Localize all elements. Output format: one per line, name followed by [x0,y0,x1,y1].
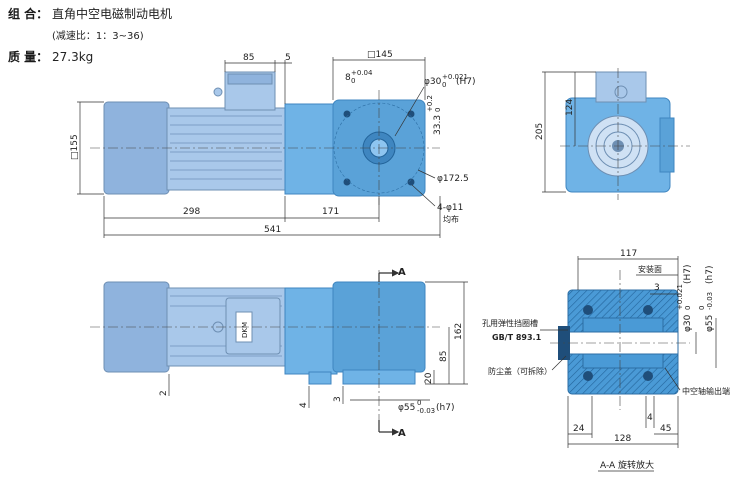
dim-30-section-fit: (H7) [683,264,693,284]
dim-30-top-tol: +0.021 [442,73,468,81]
mass-label: 质 量： [8,50,49,64]
dim-55-front-fit: (h7) [436,403,454,413]
front-view: DKM A A 162 85 20 2 4 3 φ55 0 -0.03 (h7 [90,267,468,439]
mount-hole-bl [343,178,351,186]
dim-30-section: φ30 [683,314,693,332]
dim-171: 171 [322,207,339,217]
dim-8-tol2: 0 [351,77,355,85]
dim-30-top: φ30 [424,77,442,87]
dim-8: 8 [345,73,351,83]
dim-85-front: 85 [439,351,449,362]
dim-45: 45 [660,424,671,434]
dim-30-section-tol: +0.021 [676,284,684,310]
dim-55-front-tol: 0 [417,399,421,407]
side-flange [659,117,675,173]
dim-30-section-tol2: 0 [684,306,692,310]
dim-55-front: φ55 [398,403,415,413]
label-hollow: 中空轴输出端 [682,386,730,396]
side-cable-gland [614,85,628,99]
dim-333: 33.3 [433,115,443,135]
section-shaft-lower [582,353,664,369]
cable-gland [213,87,223,97]
dim-55-section: φ55 [705,315,715,332]
dim-holes: 4-φ11 [437,203,463,213]
dim-162: 162 [454,323,464,340]
bearing-bottom-right [643,371,653,381]
label-mount: 安装面 [638,264,662,274]
mount-hole-tl [343,110,351,118]
mount-hole-br [407,178,415,186]
dim-55-section-fit: (h7) [705,266,715,284]
motor-body [166,107,286,191]
gear-adapter [284,103,336,195]
combo-value: 直角中空电磁制动电机 [52,7,173,21]
side-view: 205 124 [535,68,690,200]
dim-sq155: □155 [70,134,80,160]
label-gb: GB/T 893.1 [492,333,542,342]
dim-205: 205 [535,123,545,140]
bearing-top-right [643,305,653,315]
motor-fins [170,115,282,180]
dim-20: 20 [424,372,434,384]
dim-333-tol: +0.2 [426,95,434,112]
ratio-note: (减速比：1：3~36) [52,31,144,42]
dim-sq145: □145 [367,50,393,60]
section-a-bottom: A [398,428,406,439]
dim-4-front: 4 [299,402,309,408]
dim-30-top-fit: (H7) [456,77,476,87]
dim-128: 128 [614,434,631,444]
dim-55-section-tol: 0 [698,306,706,310]
dim-3-section: 3 [654,283,660,293]
section-shaft-upper [582,317,664,333]
label-circlip: 孔用弹性挡圈槽 [482,318,538,328]
dim-55-front-tol2: -0.03 [417,407,435,415]
section-caption: A-A 旋转放大 [600,459,654,471]
dim-124: 124 [565,99,575,116]
top-view: 85 5 □145 □155 298 171 541 8 +0.04 0 φ30… [70,50,476,238]
mass-value: 27.3kg [52,50,94,64]
dim-85-top: 85 [243,53,254,63]
dim-30-top-tol2: 0 [442,81,446,89]
dim-55-section-tol2: -0.03 [706,292,714,310]
front-foot [308,371,332,385]
bearing-top-left [583,305,593,315]
dim-24: 24 [573,424,585,434]
label-dustcap: 防尘盖（可拆除） [488,366,552,376]
dim-117: 117 [620,249,637,259]
combo-label: 组 合： [8,7,49,21]
dim-holes-note: 均布 [443,214,459,224]
section-view: 117 安装面 3 φ30 +0.021 0 (H7) φ55 0 -0.03 … [482,249,730,472]
front-gear-adapter [284,287,338,375]
section-a-top: A [398,267,406,278]
dim-541: 541 [264,225,281,235]
dim-2: 2 [159,390,169,396]
dim-333-tol2: 0 [434,108,442,112]
dim-298: 298 [183,207,200,217]
dim-1725: φ172.5 [437,174,469,184]
dim-5: 5 [285,53,291,63]
front-terminal-box [225,297,281,355]
bearing-bottom-left [583,371,593,381]
front-nameplate-text: DKM [241,322,249,338]
dim-3-front: 3 [333,396,343,402]
dim-4-section: 4 [647,413,653,423]
dim-8-tol: +0.04 [351,69,373,77]
terminal-box-lid [227,73,273,85]
